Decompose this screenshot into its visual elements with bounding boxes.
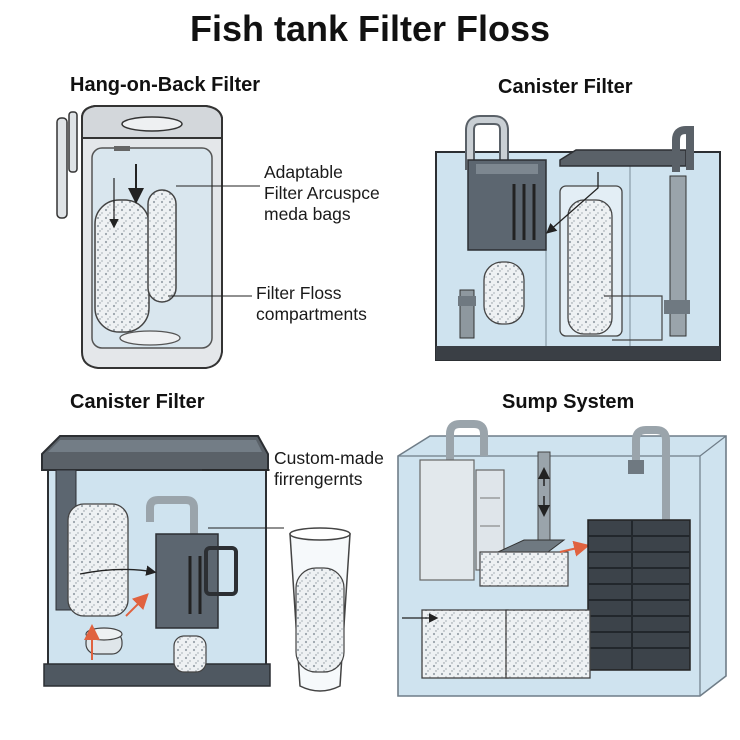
tank-base xyxy=(436,346,720,360)
floss-roll xyxy=(295,567,345,673)
callout-line: firrengernts xyxy=(274,469,363,489)
tank-stand xyxy=(43,663,271,687)
overflow-pipe xyxy=(446,420,488,470)
callout-media-bags: Adaptable Filter Arcuspce meda bags xyxy=(264,162,380,225)
red-arrow xyxy=(559,540,590,557)
red-arrow xyxy=(125,593,149,617)
floss-cartridge xyxy=(483,261,525,325)
filter-sock-floss xyxy=(479,551,569,587)
callout-line: Adaptable xyxy=(264,162,343,182)
callout-line: Custom-made xyxy=(274,448,384,468)
lid-top xyxy=(48,440,262,452)
lid-opening xyxy=(121,116,183,132)
hose xyxy=(604,295,663,341)
panel-title-sump: Sump System xyxy=(502,391,635,413)
canister-filter-tank xyxy=(435,115,721,361)
floss-block xyxy=(67,503,129,617)
callout-floss-compartments: Filter Floss compartments xyxy=(256,283,367,325)
impeller xyxy=(119,330,181,346)
outlet-tube xyxy=(68,111,78,173)
return-pipe xyxy=(632,426,670,520)
panel-title-canister-top: Canister Filter xyxy=(498,76,633,98)
pipe-joint xyxy=(664,300,690,314)
pipe-joint xyxy=(458,296,476,306)
u-pipe-inner xyxy=(467,117,507,170)
floss-bag-right xyxy=(147,189,177,303)
slot xyxy=(114,146,130,151)
panel-title-hang-on-back: Hang-on-Back Filter xyxy=(70,74,261,96)
canister-handle xyxy=(204,546,238,596)
floss-cartridge xyxy=(173,635,207,673)
overflow-box xyxy=(419,459,475,581)
sponge-stack xyxy=(587,519,691,671)
flow-arrow xyxy=(546,172,599,234)
panel-title-canister-bottom: Canister Filter xyxy=(70,391,205,413)
floss-pad-right xyxy=(505,609,591,679)
canister-filter-cabinet xyxy=(41,435,351,692)
callout-line: Filter Floss xyxy=(256,283,342,303)
pipe xyxy=(146,496,198,538)
canister-lid xyxy=(559,149,687,167)
hang-on-back-filter xyxy=(56,105,260,369)
filter-head-top xyxy=(476,164,538,174)
floss-pad-left xyxy=(421,609,509,679)
intake-tube xyxy=(56,117,68,219)
callout-line: Filter Arcuspce xyxy=(264,183,380,203)
return-pipe xyxy=(672,126,694,172)
callout-line: compartments xyxy=(256,304,367,324)
diagram-title: Fish tank Filter Floss xyxy=(189,8,551,49)
callout-custom-made: Custom-made firrengernts xyxy=(274,448,384,490)
sump-system xyxy=(397,420,727,697)
canister-floss xyxy=(567,199,613,335)
flow-arrow xyxy=(79,565,157,576)
return-pipe-body xyxy=(669,175,687,337)
callout-line: meda bags xyxy=(264,204,351,224)
floss-bag-left xyxy=(94,199,150,333)
